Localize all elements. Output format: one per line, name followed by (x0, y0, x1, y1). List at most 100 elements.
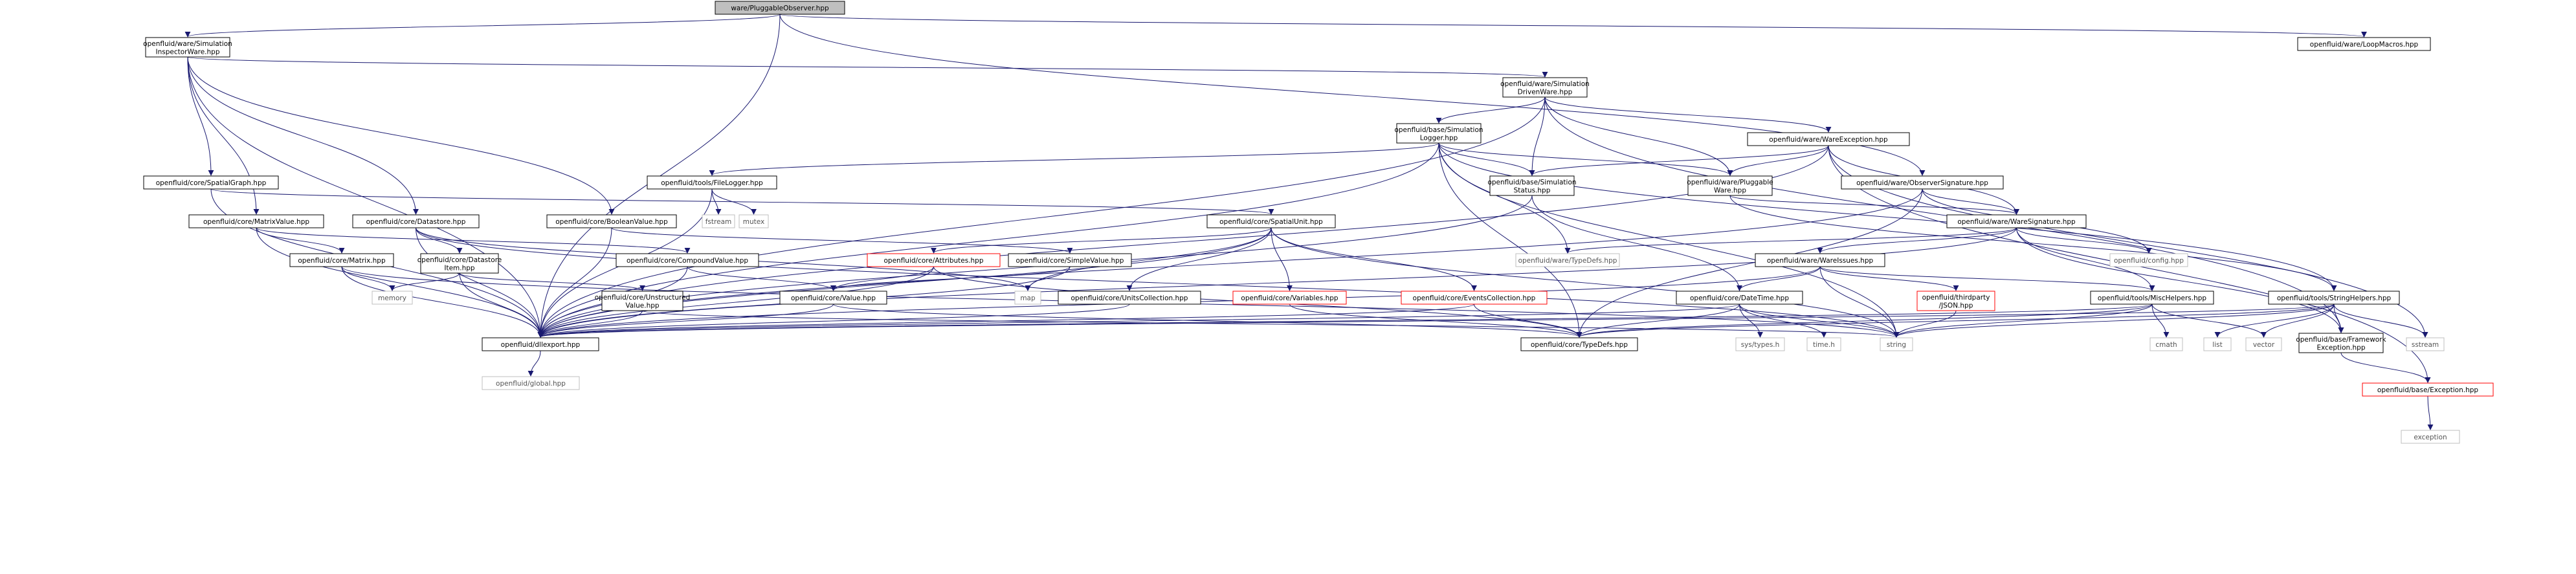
file-node-cmath: cmath (2149, 337, 2183, 351)
file-node-mischelpers[interactable]: openfluid/tools/MiscHelpers.hpp (2090, 291, 2214, 305)
file-node-spatialgraph[interactable]: openfluid/core/SpatialGraph.hpp (143, 175, 279, 190)
edge-stringhelpers-to-sstream (2333, 304, 2428, 338)
file-node-datastore[interactable]: openfluid/core/Datastore.hpp (352, 214, 480, 228)
file-node-variables[interactable]: openfluid/core/Variables.hpp (1232, 291, 1347, 305)
file-node-value[interactable]: openfluid/core/Value.hpp (779, 291, 887, 305)
edge-sdw-to-frameworkexc (1544, 96, 2344, 333)
file-node-compoundvalue[interactable]: openfluid/core/CompoundValue.hpp (616, 253, 759, 267)
edge-mischelpers-to-cmath (2151, 304, 2170, 338)
node-label: openfluid/core/Datastore.hpp (366, 218, 466, 226)
file-node-memory: memory (372, 291, 413, 305)
file-node-siw[interactable]: openfluid/ware/SimulationInspectorWare.h… (143, 37, 232, 58)
file-node-systypes: sys/types.h (1735, 337, 1785, 351)
file-node-matrix[interactable]: openfluid/core/Matrix.hpp (289, 253, 394, 267)
edge-root-to-loopmacros (779, 14, 2366, 38)
node-box (1747, 132, 1910, 146)
node-label: mutex (743, 218, 765, 226)
file-node-datetime[interactable]: openfluid/core/DateTime.hpp (1676, 291, 1803, 305)
edge-waresig-to-mischelpers (2016, 227, 2155, 291)
file-node-dllexport[interactable]: openfluid/dllexport.hpp (482, 337, 599, 351)
node-box (702, 214, 735, 228)
edge-value-to-coretypedefs (833, 304, 1582, 338)
node-box (1515, 253, 1620, 267)
file-node-baseexc[interactable]: openfluid/base/Exception.hpp (2362, 382, 2494, 397)
node-box (1232, 291, 1347, 305)
node-box (1008, 253, 1132, 267)
node-label: openfluid/ware/WareIssues.hpp (1767, 257, 1874, 265)
edge-attributes-to-dllexport (537, 266, 934, 338)
node-box (482, 337, 599, 351)
edge-dsitem-to-memory (389, 272, 460, 291)
file-node-waretypedefs: openfluid/ware/TypeDefs.hpp (1515, 253, 1620, 267)
node-label: sstream (2412, 341, 2439, 349)
file-node-wareissues[interactable]: openfluid/ware/WareIssues.hpp (1755, 253, 1885, 267)
file-node-global: openfluid/global.hpp (482, 376, 580, 390)
node-label: Value.hpp (625, 302, 659, 309)
node-label: openfluid/core/Datastore (417, 256, 502, 264)
edge-spatialunit-to-variables (1271, 227, 1293, 291)
node-label: openfluid/global.hpp (496, 380, 566, 388)
node-box (1806, 337, 1841, 351)
node-box (601, 291, 683, 311)
node-label: sys/types.h (1741, 341, 1780, 349)
node-box (2203, 337, 2232, 351)
file-node-root[interactable]: ware/PluggableObserver.hpp (715, 1, 845, 15)
edge-datetime-to-coretypedefs (1576, 304, 1740, 338)
edge-pluggableware-to-waresig (1729, 195, 2019, 215)
node-box (867, 253, 1001, 267)
edge-matrixvalue-to-dllexport (256, 227, 544, 338)
node-label: openfluid/ware/Pluggable (1687, 179, 1773, 186)
node-label: Item.hpp (444, 264, 475, 272)
node-label: openfluid/core/UnitsCollection.hpp (1071, 294, 1188, 302)
edge-wareissues-to-mischelpers (1819, 266, 2155, 291)
edge-wareexc-to-dllexport (537, 145, 1829, 338)
node-box (1014, 291, 1041, 305)
file-node-attributes[interactable]: openfluid/core/Attributes.hpp (867, 253, 1001, 267)
edge-dllexport-to-global (527, 350, 541, 377)
edge-matrix-to-memory (341, 266, 395, 291)
edge-wareexc-to-pluggableware (1727, 145, 1829, 176)
node-box (616, 253, 759, 267)
edge-root-to-obssig (779, 14, 1926, 176)
file-node-wareexc[interactable]: openfluid/ware/WareException.hpp (1747, 132, 1910, 146)
file-node-loopmacros[interactable]: openfluid/ware/LoopMacros.hpp (2297, 37, 2431, 51)
edge-booleanvalue-to-simplevalue (611, 227, 1073, 254)
node-box (1676, 291, 1803, 305)
edge-stringhelpers-to-dllexport (538, 304, 2335, 338)
file-node-eventscoll[interactable]: openfluid/core/EventsCollection.hpp (1401, 291, 1548, 305)
edge-datetime-to-timeh (1739, 304, 1827, 338)
edge-obssig-to-waresig (1922, 188, 2019, 215)
node-label: ware/PluggableObserver.hpp (731, 5, 829, 12)
file-node-json[interactable]: openfluid/thirdparty/JSON.hpp (1916, 291, 1995, 311)
edge-spatialunit-to-eventscoll (1271, 227, 1477, 291)
node-box (2268, 291, 2400, 305)
edge-mischelpers-to-vector (2151, 304, 2267, 338)
file-node-filelogger[interactable]: openfluid/tools/FileLogger.hpp (647, 175, 777, 190)
node-box (2109, 253, 2188, 267)
file-node-unitscoll[interactable]: openfluid/core/UnitsCollection.hpp (1058, 291, 1201, 305)
file-node-waresig[interactable]: openfluid/ware/WareSignature.hpp (1946, 214, 2087, 228)
edge-datastore-to-dsitem (416, 227, 463, 254)
node-label: openfluid/core/TypeDefs.hpp (1531, 341, 1628, 349)
file-node-stringhelpers[interactable]: openfluid/tools/StringHelpers.hpp (2268, 291, 2400, 305)
node-label: openfluid/core/EventsCollection.hpp (1413, 294, 1536, 302)
node-label: openfluid/base/Simulation (1487, 179, 1576, 186)
file-node-matrixvalue[interactable]: openfluid/core/MatrixValue.hpp (188, 214, 324, 228)
node-box (188, 214, 324, 228)
file-node-coretypedefs[interactable]: openfluid/core/TypeDefs.hpp (1520, 337, 1638, 351)
node-box (2406, 337, 2445, 351)
file-node-spatialunit[interactable]: openfluid/core/SpatialUnit.hpp (1206, 214, 1336, 228)
file-node-booleanvalue[interactable]: openfluid/core/BooleanValue.hpp (546, 214, 677, 228)
edge-matrixvalue-to-compoundvalue (256, 227, 691, 254)
node-box (1946, 214, 2087, 228)
file-node-obssig[interactable]: openfluid/ware/ObserverSignature.hpp (1841, 175, 2004, 190)
edge-simlogger-to-stringhelpers (1438, 142, 2337, 291)
file-node-simplevalue[interactable]: openfluid/core/SimpleValue.hpp (1008, 253, 1132, 267)
